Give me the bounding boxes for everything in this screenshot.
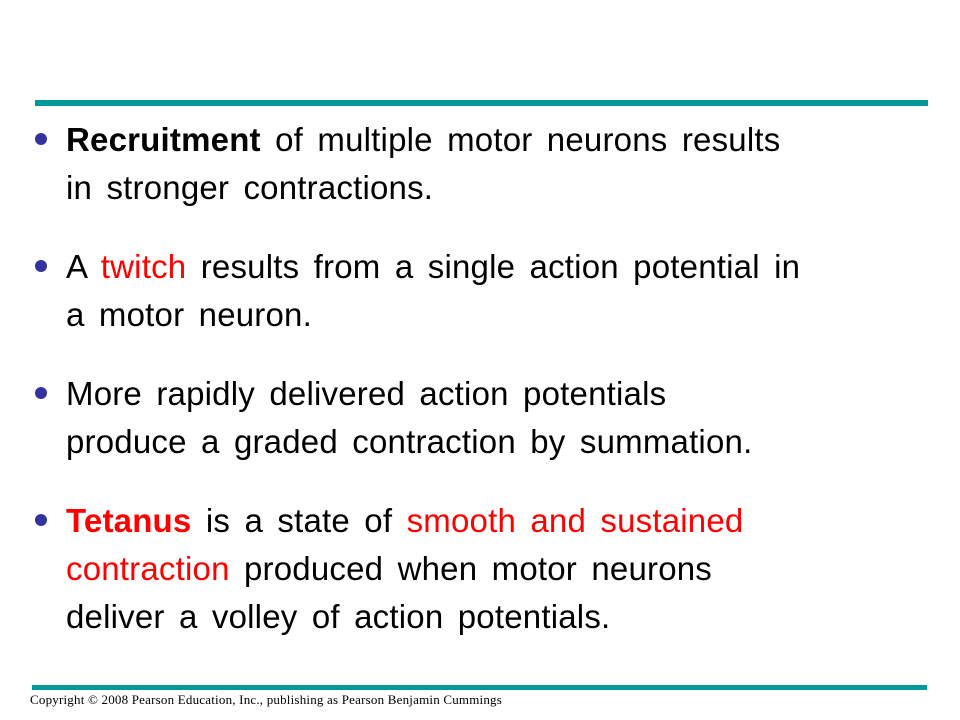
copyright-notice: Copyright © 2008 Pearson Education, Inc.…	[30, 692, 503, 707]
bullet-icon	[35, 514, 47, 526]
bullet-item-recruitment: Recruitment of multiple motor neurons re…	[35, 116, 930, 212]
bottom-divider	[32, 685, 927, 690]
bullet-text: Tetanus is a state of smooth and sustain…	[66, 497, 930, 641]
slide-body: Recruitment of multiple motor neurons re…	[35, 116, 930, 672]
bullet-item-tetanus: Tetanus is a state of smooth and sustain…	[35, 497, 930, 641]
term-contraction: contraction	[66, 550, 230, 587]
bullet-text: More rapidly delivered action potentials…	[66, 370, 930, 466]
term-twitch: twitch	[100, 248, 187, 285]
bullet-icon	[35, 260, 47, 272]
text-segment: of multiple motor neurons results	[260, 121, 781, 158]
text-segment: A	[66, 248, 101, 285]
text-segment: results from a single action potential i…	[186, 248, 801, 285]
text-segment: produce a graded contraction by summatio…	[66, 423, 753, 460]
bullet-text: Recruitment of multiple motor neurons re…	[66, 116, 930, 212]
bullet-item-twitch: A twitch results from a single action po…	[35, 243, 930, 339]
term-recruitment: Recruitment	[66, 121, 261, 158]
term-smooth-sustained: smooth and sustained	[406, 502, 744, 539]
bullet-item-summation: More rapidly delivered action potentials…	[35, 370, 930, 466]
text-segment: in stronger contractions.	[66, 169, 434, 206]
bullet-text: A twitch results from a single action po…	[66, 243, 930, 339]
text-segment: is a state of	[191, 502, 407, 539]
top-divider	[35, 100, 928, 106]
term-tetanus: Tetanus	[66, 502, 192, 539]
text-segment: deliver a volley of action potentials.	[66, 598, 611, 635]
text-segment: produced when motor neurons	[229, 550, 713, 587]
text-segment: a motor neuron.	[66, 296, 312, 333]
bullet-icon	[35, 133, 47, 145]
bullet-icon	[35, 387, 47, 399]
text-segment: More rapidly delivered action potentials	[66, 375, 667, 412]
